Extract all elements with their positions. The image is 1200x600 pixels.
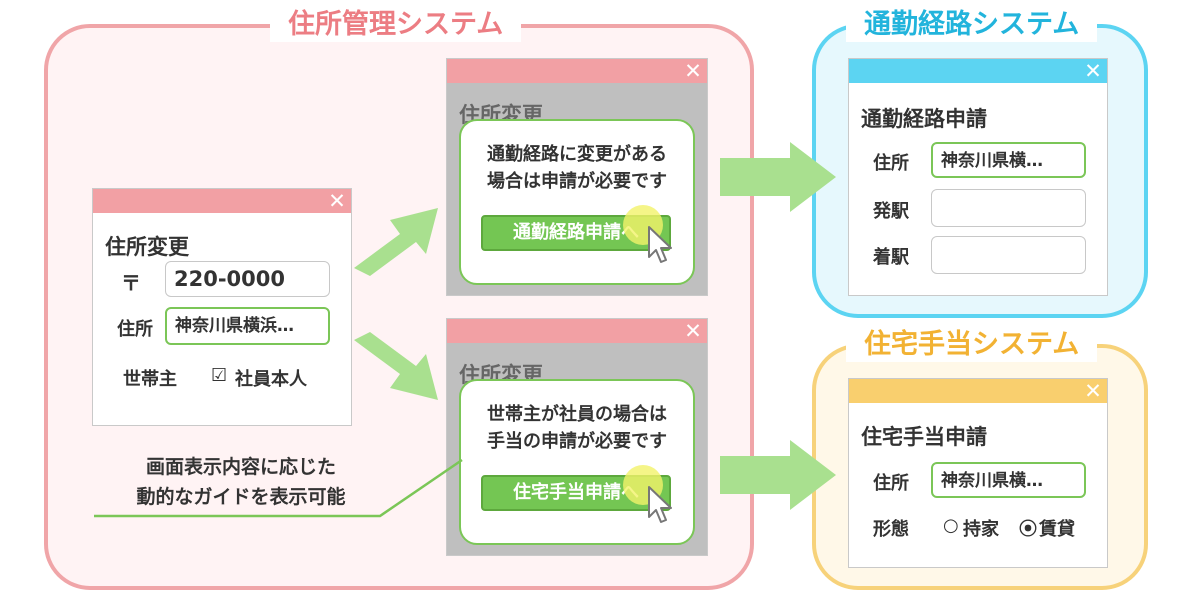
window-titlebar: ✕ — [447, 319, 707, 343]
annotation-line1: 画面表示内容に応じた — [145, 456, 336, 478]
annotation-leader-line — [94, 458, 463, 518]
postal-code-field[interactable]: 220-0000 — [165, 261, 330, 297]
householder-checkbox[interactable]: ☑ — [211, 365, 228, 386]
address-change-window: ✕ 住所変更 〒 220-0000 住所 神奈川県横浜… 世帯主 ☑ 社員本人 — [92, 188, 352, 426]
address-system-title: 住所管理システム — [270, 8, 522, 42]
commute-application-window: ✕ 通勤経路申請 住所 神奈川県横… 発駅 着駅 — [848, 58, 1108, 296]
commute-guide-dialog: 通勤経路に変更がある 場合は申請が必要です 通勤経路申請へ — [459, 119, 695, 285]
radio-own-home[interactable]: ○ — [943, 515, 959, 536]
window-title: 住所変更 — [105, 235, 189, 259]
window-titlebar: ✕ — [849, 379, 1107, 403]
address-field[interactable]: 神奈川県横… — [931, 462, 1086, 498]
departure-station-label: 発駅 — [873, 201, 909, 222]
close-icon[interactable]: ✕ — [1084, 379, 1102, 403]
guide-message-line2: 手当の申請が必要です — [487, 431, 667, 452]
address-label: 住所 — [117, 319, 153, 340]
annotation-line2: 動的なガイドを表示可能 — [136, 486, 346, 508]
radio-rental-label: 賃貸 — [1039, 519, 1075, 540]
commute-system-title: 通勤経路システム — [846, 8, 1098, 42]
arrival-station-field[interactable] — [931, 236, 1086, 274]
close-icon[interactable]: ✕ — [684, 59, 702, 83]
commute-guide-window: ✕ 住所変更 通勤経路に変更がある 場合は申請が必要です 通勤経路申請へ — [446, 58, 708, 296]
arrow-right-icon — [354, 208, 438, 276]
arrow-right-icon — [720, 440, 836, 510]
guide-message-line2: 場合は申請が必要です — [487, 171, 667, 192]
cursor-icon — [623, 205, 672, 263]
window-titlebar: ✕ — [93, 189, 351, 213]
housing-system-title: 住宅手当システム — [846, 328, 1098, 362]
housing-application-window: ✕ 住宅手当申請 住所 神奈川県横… 形態 ○ 持家 ⦿ 賃貸 — [848, 378, 1108, 568]
housing-guide-dialog: 世帯主が社員の場合は 手当の申請が必要です 住宅手当申請へ — [459, 379, 695, 545]
close-icon[interactable]: ✕ — [684, 319, 702, 343]
householder-option-label: 社員本人 — [235, 369, 307, 390]
window-titlebar: ✕ — [447, 59, 707, 83]
housing-guide-window: ✕ 住所変更 世帯主が社員の場合は 手当の申請が必要です 住宅手当申請へ — [446, 318, 708, 556]
postal-label: 〒 — [121, 271, 141, 295]
address-label: 住所 — [873, 473, 909, 494]
arrival-station-label: 着駅 — [873, 247, 909, 268]
window-title: 通勤経路申請 — [861, 107, 987, 131]
address-field[interactable]: 神奈川県横… — [931, 142, 1086, 178]
close-icon[interactable]: ✕ — [1084, 59, 1102, 83]
annotation-note: 画面表示内容に応じた 動的なガイドを表示可能 — [86, 452, 396, 512]
departure-station-field[interactable] — [931, 189, 1086, 227]
housing-type-label: 形態 — [873, 519, 909, 540]
window-title: 住宅手当申請 — [861, 425, 987, 449]
guide-message: 通勤経路に変更がある 場合は申請が必要です — [461, 141, 693, 195]
arrow-right-icon — [354, 332, 438, 400]
guide-message-line1: 世帯主が社員の場合は — [487, 404, 667, 425]
householder-label: 世帯主 — [123, 369, 177, 390]
close-icon[interactable]: ✕ — [328, 189, 346, 213]
address-field[interactable]: 神奈川県横浜… — [165, 307, 330, 345]
radio-rental[interactable]: ⦿ — [1019, 519, 1037, 540]
address-label: 住所 — [873, 153, 909, 174]
arrow-right-icon — [720, 142, 836, 212]
cursor-icon — [623, 465, 672, 523]
guide-message: 世帯主が社員の場合は 手当の申請が必要です — [461, 401, 693, 455]
window-titlebar: ✕ — [849, 59, 1107, 83]
radio-own-home-label: 持家 — [963, 519, 999, 540]
guide-message-line1: 通勤経路に変更がある — [487, 144, 667, 165]
